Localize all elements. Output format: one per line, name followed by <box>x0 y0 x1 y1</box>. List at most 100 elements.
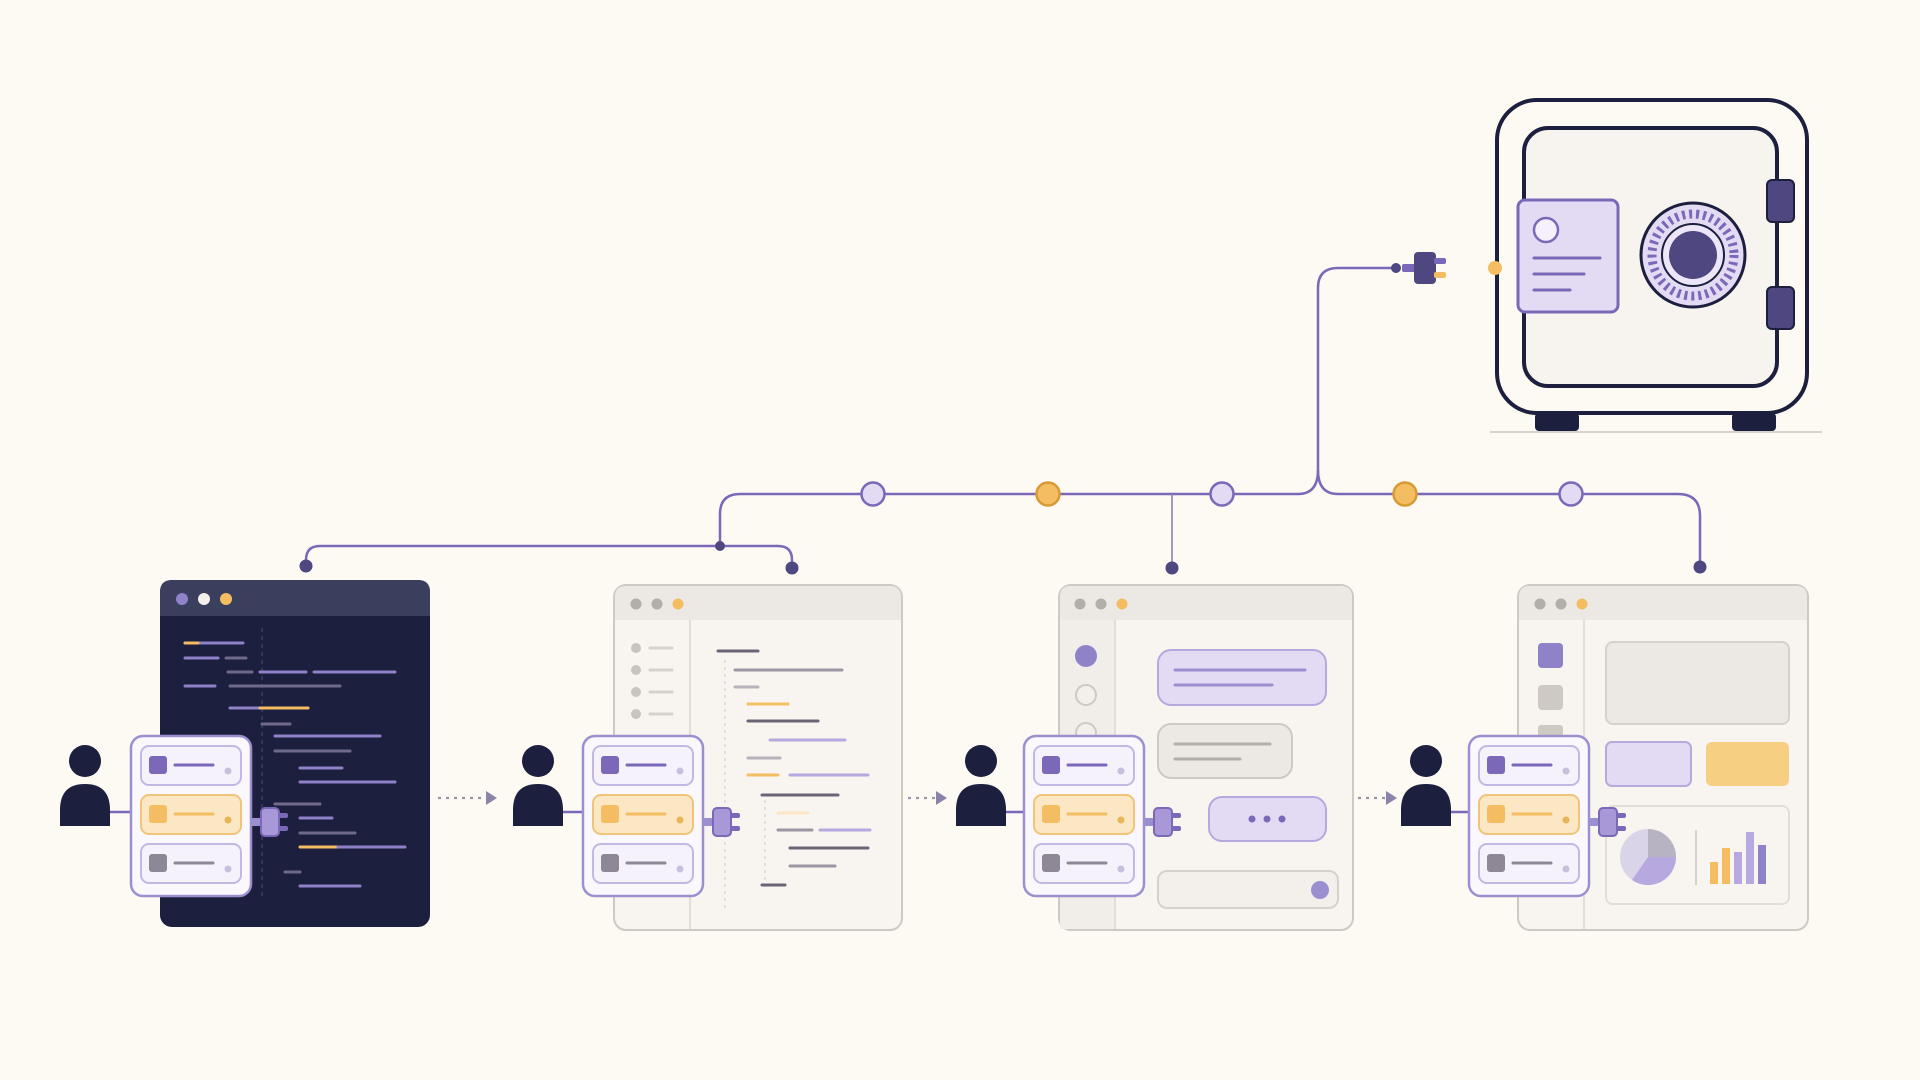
key-icon <box>1487 756 1505 774</box>
bar-chart-icon <box>1710 832 1766 884</box>
user-secret-stack-code-editor <box>60 734 288 898</box>
endpoint-chat-app <box>1165 561 1179 575</box>
window-dot <box>176 593 188 605</box>
endpoint-dashboard <box>1693 560 1707 574</box>
vault-port-dot <box>1488 261 1502 275</box>
bus-node <box>1558 481 1584 507</box>
chat-bubble-outgoing <box>1157 649 1327 706</box>
person-icon <box>513 745 563 826</box>
key-icon <box>601 805 619 823</box>
endpoint-code-editor <box>299 559 313 573</box>
secret-card <box>140 843 242 884</box>
plug-icon <box>1144 807 1181 837</box>
window-dot <box>198 593 210 605</box>
dotted-arrow-icon <box>908 791 947 805</box>
chat-message-input <box>1157 870 1339 909</box>
key-icon <box>149 756 167 774</box>
secret-card <box>592 745 694 786</box>
user-secret-stack-dashboard <box>1401 734 1626 898</box>
secret-card <box>1478 843 1580 884</box>
person-icon <box>1401 745 1451 826</box>
key-icon <box>1042 756 1060 774</box>
id-card-icon <box>1516 198 1620 314</box>
endpoint-document-editor <box>785 561 799 575</box>
window-dot <box>220 593 232 605</box>
vault-hinge-bottom <box>1766 286 1795 330</box>
key-icon <box>149 854 167 872</box>
vault-hinge-top <box>1766 179 1795 223</box>
window-dot <box>672 598 684 610</box>
plug-icon <box>1589 807 1626 837</box>
key-icon <box>1487 854 1505 872</box>
secret-card <box>1033 843 1135 884</box>
window-dot <box>1095 598 1107 610</box>
dashboard-nav-icon <box>1538 725 1563 737</box>
bus-node <box>1392 481 1418 507</box>
dotted-arrow-icon <box>1358 791 1397 805</box>
window-dot <box>1074 598 1086 610</box>
dashboard-stat-card <box>1605 741 1692 787</box>
user-secret-stack-document-editor <box>513 734 740 898</box>
endpoint-vault-plug <box>1391 263 1401 273</box>
bus-left-branch <box>718 266 1396 546</box>
pie-chart-icon <box>1620 829 1676 886</box>
plug-icon <box>703 807 740 837</box>
dashboard-stat-card <box>1706 742 1789 786</box>
chat-contact-avatar <box>1075 684 1097 706</box>
endpoint-junction <box>715 541 725 551</box>
bus-nodes <box>860 481 1584 507</box>
chat-contact-avatar <box>1075 645 1097 667</box>
plug-icon <box>251 807 288 837</box>
person-icon <box>956 745 1006 826</box>
key-icon <box>601 756 619 774</box>
chat-app-titlebar <box>1060 586 1352 620</box>
bus-right-branch <box>1316 469 1702 567</box>
secret-card <box>1478 745 1580 786</box>
user-secret-stacks <box>60 734 1626 898</box>
vault-foot-right <box>1732 413 1776 431</box>
code-editor-titlebar <box>160 580 430 616</box>
code-lines <box>183 641 407 888</box>
handoff-arrows <box>438 791 1397 805</box>
vault-foot-left <box>1535 413 1579 431</box>
stage-dashboard <box>1517 584 1809 931</box>
person-icon <box>60 745 110 826</box>
window-dot <box>651 598 663 610</box>
secret-card <box>592 843 694 884</box>
secret-card <box>1478 794 1580 835</box>
secret-card <box>592 794 694 835</box>
chat-send-icon <box>1311 881 1329 899</box>
bus-node <box>860 481 886 507</box>
key-icon <box>1042 805 1060 823</box>
key-icon <box>1487 805 1505 823</box>
dashboard-nav-icon <box>1538 643 1563 668</box>
dotted-arrow-icon <box>438 791 497 805</box>
secret-card <box>140 745 242 786</box>
key-icon <box>1042 854 1060 872</box>
dashboard-titlebar <box>1519 586 1807 620</box>
connection-bus <box>304 266 1702 568</box>
window-dot <box>630 598 642 610</box>
document-editor-titlebar <box>615 586 901 620</box>
dashboard-nav-icon <box>1538 685 1563 710</box>
bus-endpoints <box>299 263 1707 575</box>
combination-dial-icon <box>1639 201 1747 309</box>
secret-card <box>1033 794 1135 835</box>
document-sidebar <box>631 643 674 719</box>
document-lines <box>716 649 872 887</box>
secret-card <box>1033 745 1135 786</box>
chat-bubble-incoming <box>1157 723 1293 779</box>
window-dot <box>1555 598 1567 610</box>
user-secret-stack-chat-app <box>956 734 1181 898</box>
window-dot <box>1116 598 1128 610</box>
dashboard-hero-card <box>1605 641 1790 725</box>
secret-card <box>140 794 242 835</box>
window-dot <box>1534 598 1546 610</box>
bus-node <box>1035 481 1061 507</box>
bus-stage1-stage2-link <box>304 544 794 568</box>
key-icon <box>601 854 619 872</box>
bus-node <box>1209 481 1235 507</box>
window-dot <box>1576 598 1588 610</box>
